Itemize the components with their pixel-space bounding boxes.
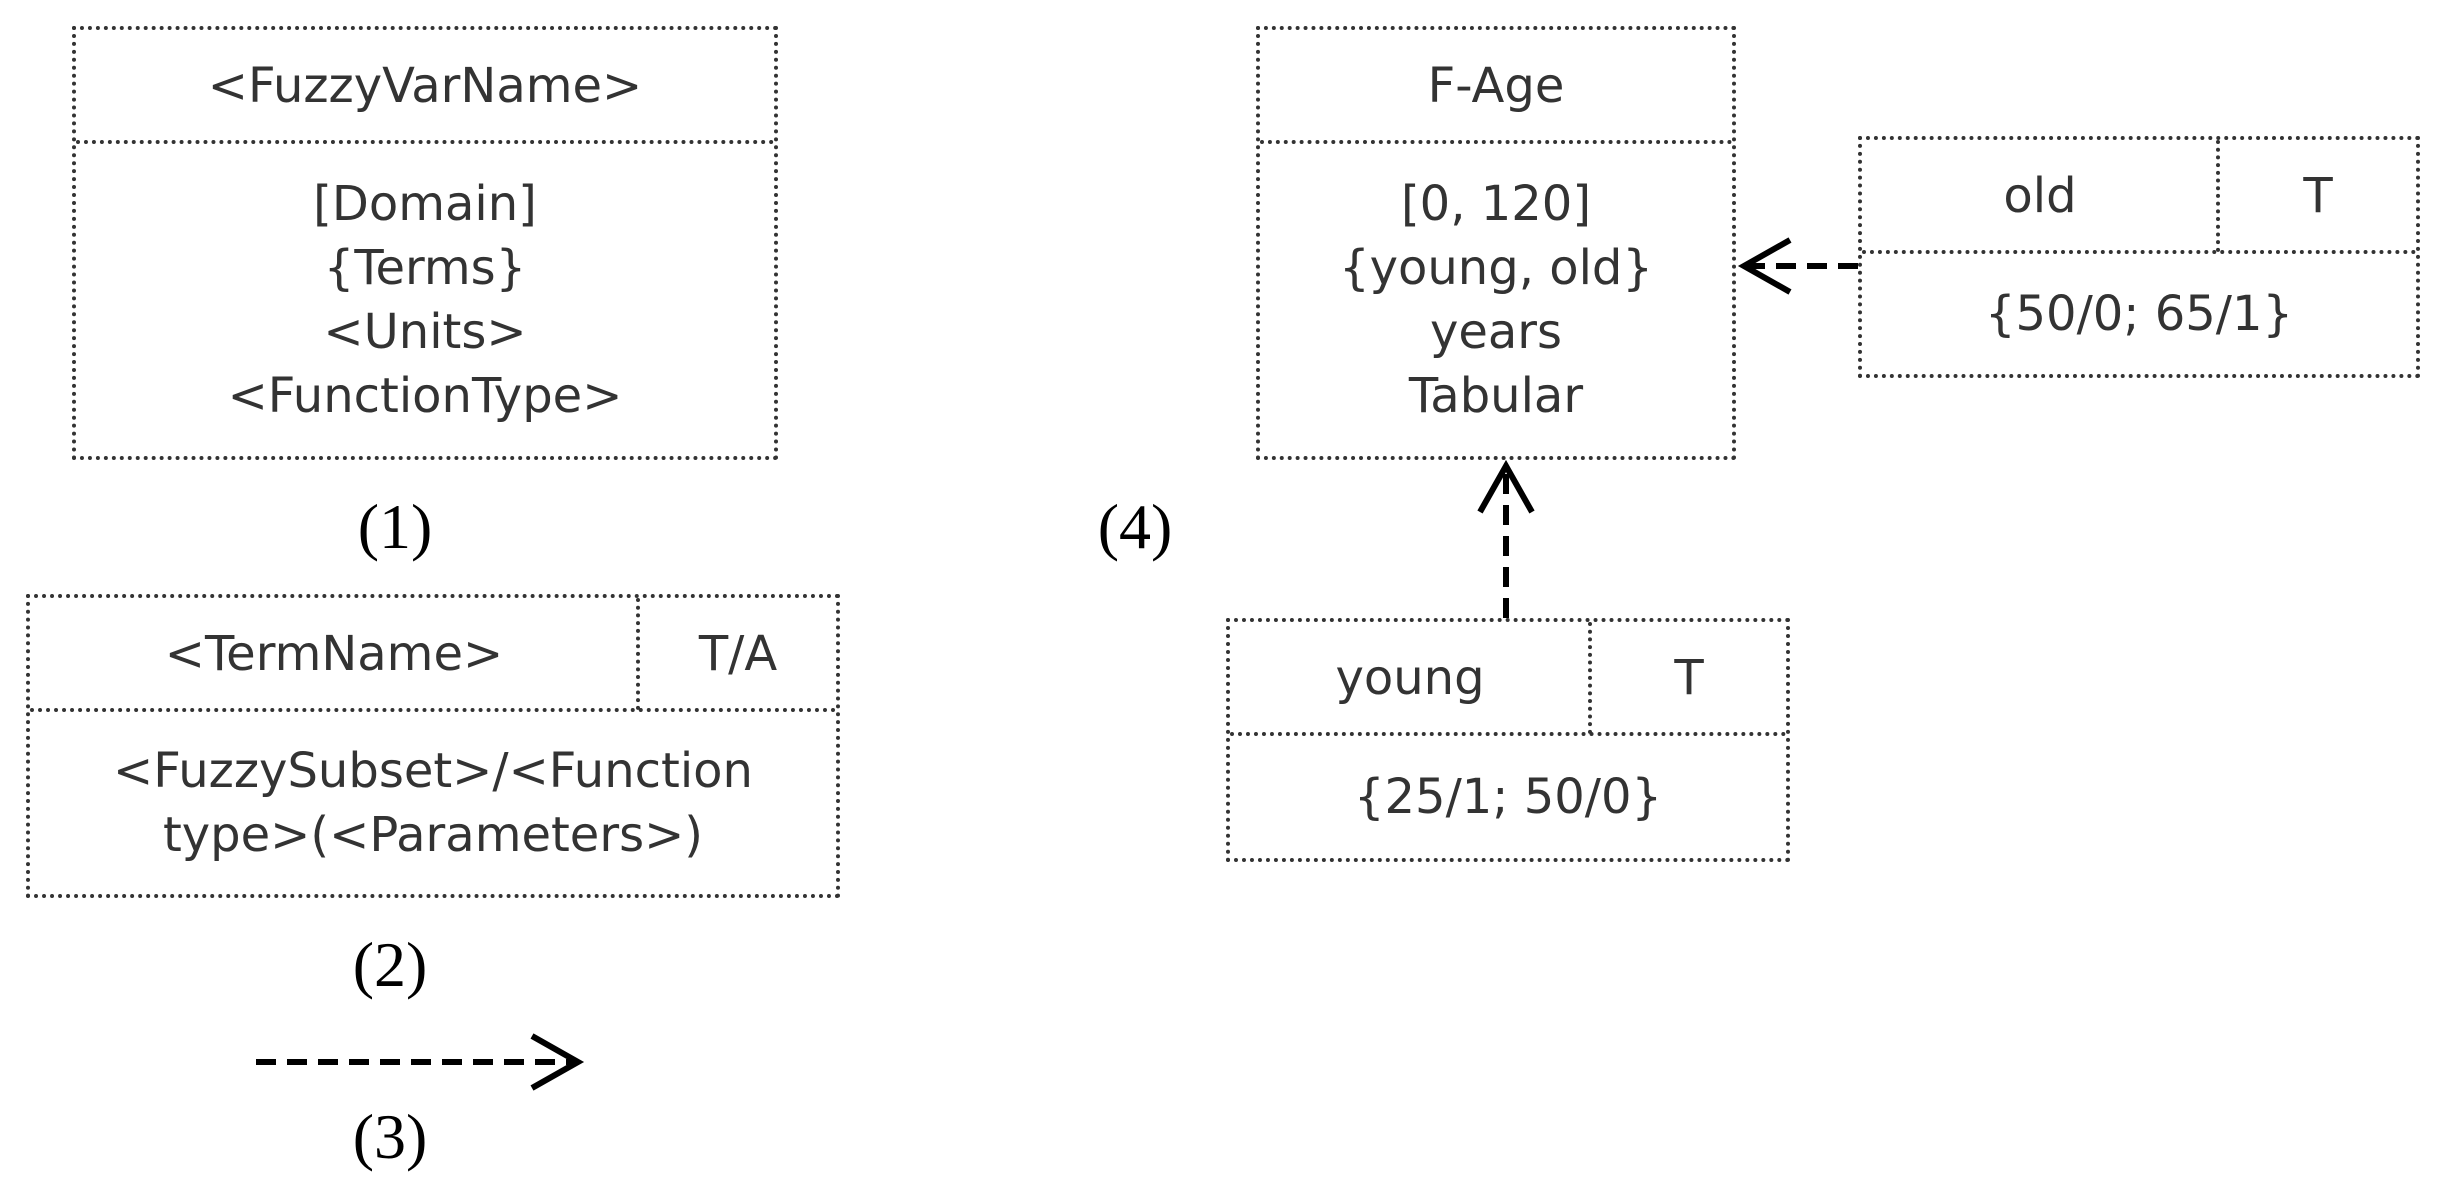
f-age-units: years	[1429, 304, 1563, 360]
term-type: T/A	[698, 626, 778, 682]
legend-dashed-arrow	[256, 1033, 585, 1091]
variable-domain: [Domain]	[313, 176, 537, 232]
caption-1: (1)	[357, 491, 433, 562]
caption-4: (4)	[1097, 491, 1173, 562]
divider	[76, 140, 774, 144]
divider	[1230, 732, 1786, 736]
divider	[1588, 622, 1592, 734]
f-age-terms: {young, old}	[1339, 240, 1653, 296]
term-old-box: old T {50/0; 65/1}	[1858, 136, 2420, 378]
variable-attributes-cell: [Domain] {Terms} <Units> <FunctionType>	[76, 144, 774, 456]
f-age-name-cell: F-Age	[1260, 30, 1732, 142]
term-young-name-cell: young	[1230, 622, 1590, 734]
variable-name-cell: <FuzzyVarName>	[76, 30, 774, 142]
term-definition-line1: <FuzzySubset>/<Function	[113, 743, 753, 799]
caption-3: (3)	[352, 1101, 428, 1172]
term-old-subset: {50/0; 65/1}	[1984, 286, 2294, 342]
f-age-name: F-Age	[1427, 58, 1565, 114]
variable-units: <Units>	[323, 304, 527, 360]
arrow-young-to-f-age	[1477, 459, 1535, 618]
term-young-name: young	[1335, 650, 1485, 706]
term-type-cell: T/A	[640, 598, 836, 710]
variable-function-type: <FunctionType>	[227, 368, 623, 424]
arrow-old-to-f-age	[1737, 237, 1858, 295]
divider	[2216, 140, 2220, 252]
term-definition-line2: type>(<Parameters>)	[162, 807, 704, 863]
term-young-subset-cell: {25/1; 50/0}	[1230, 736, 1786, 858]
variable-terms: {Terms}	[323, 240, 527, 296]
term-name: <TermName>	[164, 626, 504, 682]
term-young-box: young T {25/1; 50/0}	[1226, 618, 1790, 862]
divider	[636, 598, 640, 710]
divider	[30, 708, 836, 712]
term-young-type: T	[1674, 650, 1704, 706]
term-old-name-cell: old	[1862, 140, 2218, 252]
term-young-subset: {25/1; 50/0}	[1353, 769, 1663, 825]
term-old-name: old	[2003, 168, 2077, 224]
caption-2: (2)	[352, 929, 428, 1000]
f-age-attributes-cell: [0, 120] {young, old} years Tabular	[1260, 144, 1732, 456]
f-age-function-type: Tabular	[1408, 368, 1584, 424]
term-old-type-cell: T	[2220, 140, 2416, 252]
divider	[1260, 140, 1732, 144]
legend-term-box: <TermName> T/A <FuzzySubset>/<Function t…	[26, 594, 840, 898]
term-old-type: T	[2303, 168, 2333, 224]
divider	[1862, 250, 2416, 254]
variable-name: <FuzzyVarName>	[207, 58, 643, 114]
legend-variable-box: <FuzzyVarName> [Domain] {Terms} <Units> …	[72, 26, 778, 460]
term-old-subset-cell: {50/0; 65/1}	[1862, 254, 2416, 374]
f-age-domain: [0, 120]	[1400, 176, 1592, 232]
term-young-type-cell: T	[1592, 622, 1786, 734]
f-age-variable-box: F-Age [0, 120] {young, old} years Tabula…	[1256, 26, 1736, 460]
term-definition-cell: <FuzzySubset>/<Function type>(<Parameter…	[30, 712, 836, 894]
term-name-cell: <TermName>	[30, 598, 638, 710]
